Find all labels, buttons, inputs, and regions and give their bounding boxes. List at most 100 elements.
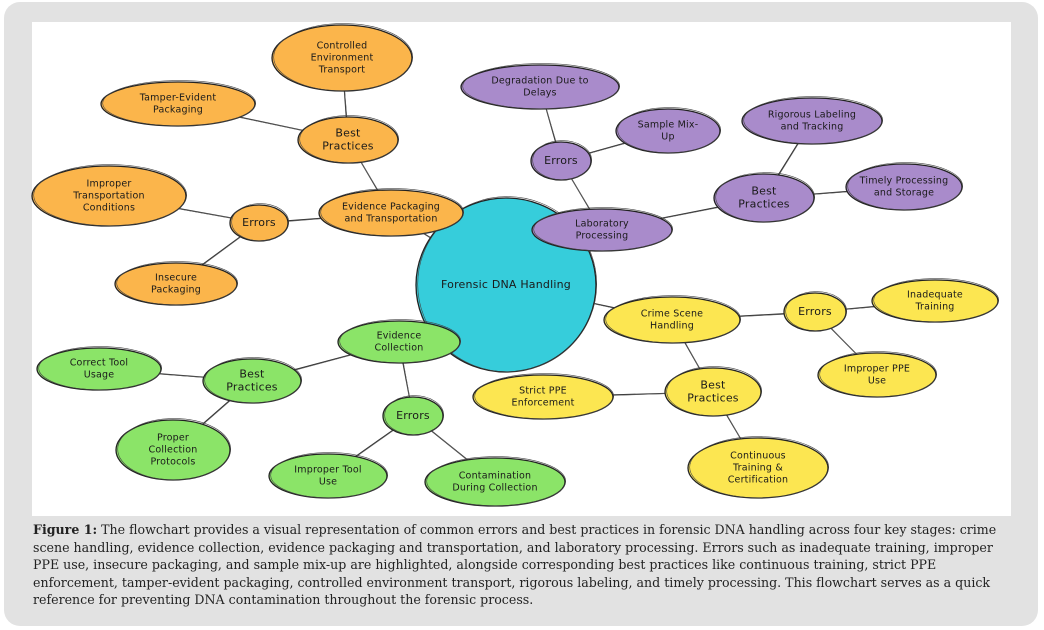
- error-node-sample-mix-up-label: Sample Mix-: [638, 120, 699, 131]
- error-node-degradation-due-to-delays-label: Degradation Due to: [491, 76, 588, 87]
- best-practice-node-rigorous-labeling-and-tracking-label: Rigorous Labeling: [768, 110, 856, 121]
- packaging-best-practices-node-outline: [299, 115, 400, 164]
- central-node-forensic-dna-handling-label: Forensic DNA Handling: [441, 278, 571, 291]
- crime-scene-best-practices-node-label: Best: [700, 379, 726, 392]
- best-practice-node-strict-ppe-enforcement-label: Strict PPE: [519, 386, 567, 397]
- best-practice-node-proper-collection-protocols-label: Protocols: [150, 457, 195, 468]
- stage-node-crime-scene-label: Crime Scene: [641, 309, 703, 320]
- stage-node-collection-label: Evidence: [377, 331, 422, 342]
- error-node-insecure-packaging-label: Packaging: [151, 285, 201, 296]
- caption-label: Figure 1:: [33, 522, 98, 537]
- collection-best-practices-node-outline: [204, 357, 302, 404]
- best-practice-node-strict-ppe-enforcement-outline: [474, 373, 615, 420]
- collection-errors-node: Errors: [382, 395, 445, 436]
- error-node-insecure-packaging-label: Insecure: [155, 273, 197, 284]
- crime-scene-best-practices-node-label: Practices: [687, 392, 739, 405]
- crime-scene-best-practices-node-outline: [666, 366, 763, 417]
- laboratory-errors-node-outline: [532, 140, 593, 181]
- best-practice-node-controlled-environment-transport-label: Transport: [318, 65, 365, 76]
- central-node-forensic-dna-handling-outline: [417, 196, 598, 373]
- packaging-best-practices-node-label: Practices: [322, 140, 374, 153]
- stage-node-laboratory-label: Processing: [576, 231, 629, 242]
- figure-caption: Figure 1: The flowchart provides a visua…: [33, 521, 1013, 609]
- packaging-best-practices-node-label: Best: [335, 127, 361, 140]
- best-practice-node-strict-ppe-enforcement-label: Enforcement: [512, 398, 575, 409]
- collection-errors-node-outline: [384, 395, 445, 436]
- best-practice-node-continuous-training-certification-label: Certification: [728, 475, 789, 486]
- error-node-improper-tool-use-label: Use: [319, 477, 337, 488]
- crime-scene-errors-node-outline: [785, 291, 848, 332]
- stage-node-packaging-label: Evidence Packaging: [342, 202, 440, 213]
- best-practice-node-correct-tool-usage-label: Correct Tool: [70, 358, 129, 369]
- best-practice-node-rigorous-labeling-and-tracking-label: and Tracking: [781, 122, 844, 133]
- error-node-improper-transportation-conditions-label: Conditions: [83, 203, 135, 214]
- error-node-inadequate-training-outline: [873, 278, 1000, 323]
- best-practice-node-rigorous-labeling-and-tracking-outline: [743, 96, 884, 145]
- best-practice-node-correct-tool-usage-outline: [38, 346, 162, 391]
- laboratory-errors-node-label: Errors: [544, 154, 578, 167]
- best-practice-node-continuous-training-certification-outline: [689, 436, 830, 499]
- error-node-sample-mix-up: Sample Mix-Up: [615, 107, 722, 154]
- best-practice-node-controlled-environment-transport-label: Controlled: [317, 41, 368, 52]
- laboratory-errors-node: Errors: [530, 140, 593, 181]
- best-practice-node-timely-processing-and-storage-label: and Storage: [874, 188, 934, 199]
- error-node-improper-tool-use-outline: [270, 452, 389, 499]
- error-node-sample-mix-up-label: Up: [661, 132, 674, 143]
- best-practice-node-continuous-training-certification-label: Continuous: [730, 451, 786, 462]
- stage-node-laboratory-label: Laboratory: [575, 219, 629, 230]
- collection-errors-node-label: Errors: [396, 409, 430, 422]
- error-node-contamination-during-collection-outline: [426, 456, 567, 507]
- error-node-improper-tool-use-label: Improper Tool: [294, 465, 361, 476]
- stage-node-packaging-label: and Transportation: [344, 214, 437, 225]
- error-node-improper-transportation-conditions-label: Transportation: [72, 191, 144, 202]
- best-practice-node-controlled-environment-transport-outline: [273, 23, 414, 92]
- error-node-contamination-during-collection-label: During Collection: [452, 483, 537, 494]
- best-practice-node-proper-collection-protocols-label: Collection: [149, 445, 198, 456]
- error-node-insecure-packaging-outline: [116, 261, 238, 306]
- best-practice-node-timely-processing-and-storage-outline: [847, 162, 964, 211]
- packaging-errors-node-outline: [231, 203, 290, 242]
- crime-scene-errors-node: Errors: [783, 291, 848, 332]
- stage-node-packaging-outline: [320, 188, 465, 237]
- error-node-inadequate-training-label: Inadequate: [907, 290, 963, 301]
- best-practice-node-controlled-environment-transport-label: Environment: [311, 53, 374, 64]
- error-node-degradation-due-to-delays-label: Delays: [523, 88, 556, 99]
- error-node-improper-transportation-conditions-label: Improper: [87, 179, 132, 190]
- stage-node-collection-label: Collection: [375, 343, 424, 354]
- best-practice-node-tamper-evident-packaging-label: Packaging: [153, 105, 203, 116]
- best-practice-node-continuous-training-certification-label: Training &: [732, 463, 783, 474]
- error-node-inadequate-training-label: Training: [914, 302, 954, 313]
- best-practice-node-proper-collection-protocols-outline: [117, 418, 231, 481]
- collection-best-practices-node-label: Practices: [226, 381, 278, 394]
- error-node-improper-ppe-use-label: Improper PPE: [844, 364, 910, 375]
- best-practice-node-tamper-evident-packaging-outline: [102, 80, 256, 127]
- error-node-contamination-during-collection-label: Contamination: [459, 471, 532, 482]
- laboratory-best-practices-node-outline: [715, 172, 816, 223]
- stage-node-crime-scene-outline: [605, 295, 742, 344]
- laboratory-best-practices-node-label: Practices: [738, 198, 790, 211]
- stage-node-laboratory-outline: [533, 207, 674, 252]
- collection-best-practices-node-label: Best: [239, 368, 265, 381]
- best-practice-node-correct-tool-usage-label: Usage: [84, 370, 115, 381]
